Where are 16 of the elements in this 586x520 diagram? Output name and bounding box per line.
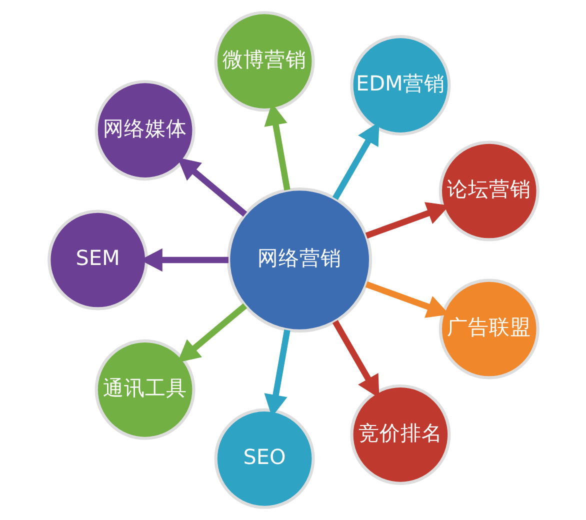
- arrow: [364, 202, 449, 239]
- node-circle: SEO: [214, 408, 314, 509]
- node-circle: 广告联盟: [438, 278, 539, 380]
- arrow: [332, 122, 379, 200]
- node-circle: SEM: [47, 210, 148, 310]
- node-circle: 论坛营销: [438, 140, 539, 242]
- arrow: [332, 320, 379, 398]
- node-circle: 微博营销: [214, 11, 314, 112]
- node-circle: 竞价排名: [350, 384, 450, 485]
- node-circle: EDM营销: [350, 35, 450, 136]
- node-circle: 网络营销: [226, 187, 372, 333]
- node-circle: 通讯工具: [94, 339, 195, 440]
- arrow: [364, 281, 449, 318]
- arrow: [176, 158, 247, 217]
- arrow: [176, 303, 247, 362]
- node-circle: 网络媒体: [94, 80, 195, 181]
